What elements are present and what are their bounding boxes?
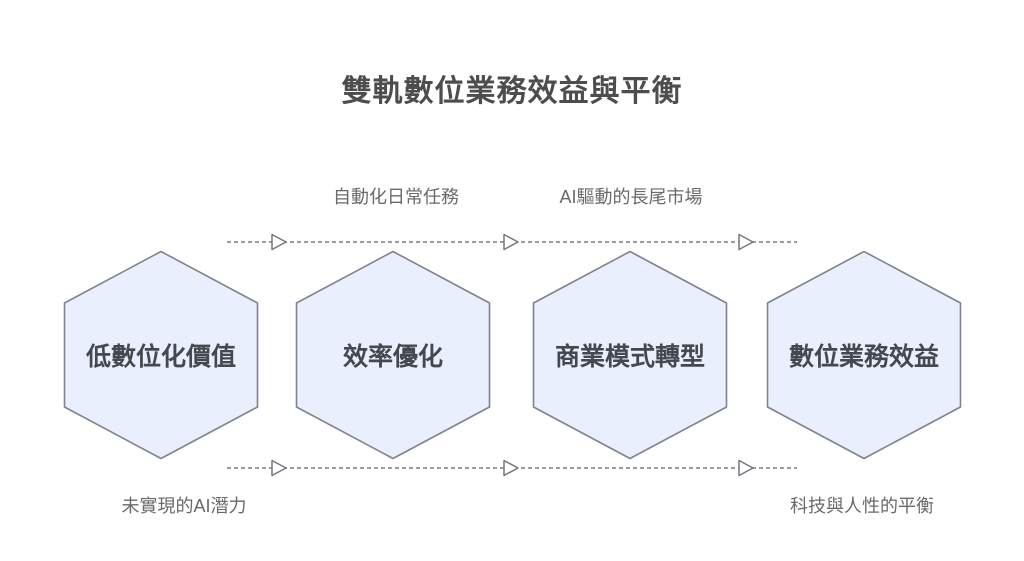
hex-node-business-model-transformation: 商業模式轉型 xyxy=(532,250,728,460)
hex-node-label: 商業模式轉型 xyxy=(554,343,705,371)
annotation-automate-daily-tasks: 自動化日常任務 xyxy=(333,187,459,207)
hex-node-label: 效率優化 xyxy=(342,343,443,371)
arrowhead-icon xyxy=(503,233,519,251)
hexagon-shape xyxy=(295,250,491,460)
hex-node-low-digital-value: 低數位化價值 xyxy=(63,250,259,460)
arrowhead-icon xyxy=(738,459,754,477)
hex-node-label: 低數位化價值 xyxy=(85,343,236,371)
hexagon-shape xyxy=(532,250,728,460)
bottom-flow-connector xyxy=(227,459,797,477)
hex-node-digital-business-benefit: 數位業務效益 xyxy=(766,250,962,460)
arrowhead-icon xyxy=(271,459,287,477)
annotation-ai-long-tail-market: AI驅動的長尾市場 xyxy=(559,187,703,207)
hexagon-shape xyxy=(766,250,962,460)
arrowhead-icon xyxy=(503,459,519,477)
hex-node-efficiency-optimization: 效率優化 xyxy=(295,250,491,460)
annotation-tech-human-balance: 科技與人性的平衡 xyxy=(790,496,934,516)
arrowhead-icon xyxy=(738,233,754,251)
diagram-title: 雙軌數位業務效益與平衡 xyxy=(341,75,683,108)
hex-node-label: 數位業務效益 xyxy=(788,343,939,371)
hexagon-shape xyxy=(63,250,259,460)
annotation-unrealized-ai-potential: 未實現的AI潛力 xyxy=(121,496,247,516)
arrowhead-icon xyxy=(271,233,287,251)
top-flow-connector xyxy=(227,233,797,251)
